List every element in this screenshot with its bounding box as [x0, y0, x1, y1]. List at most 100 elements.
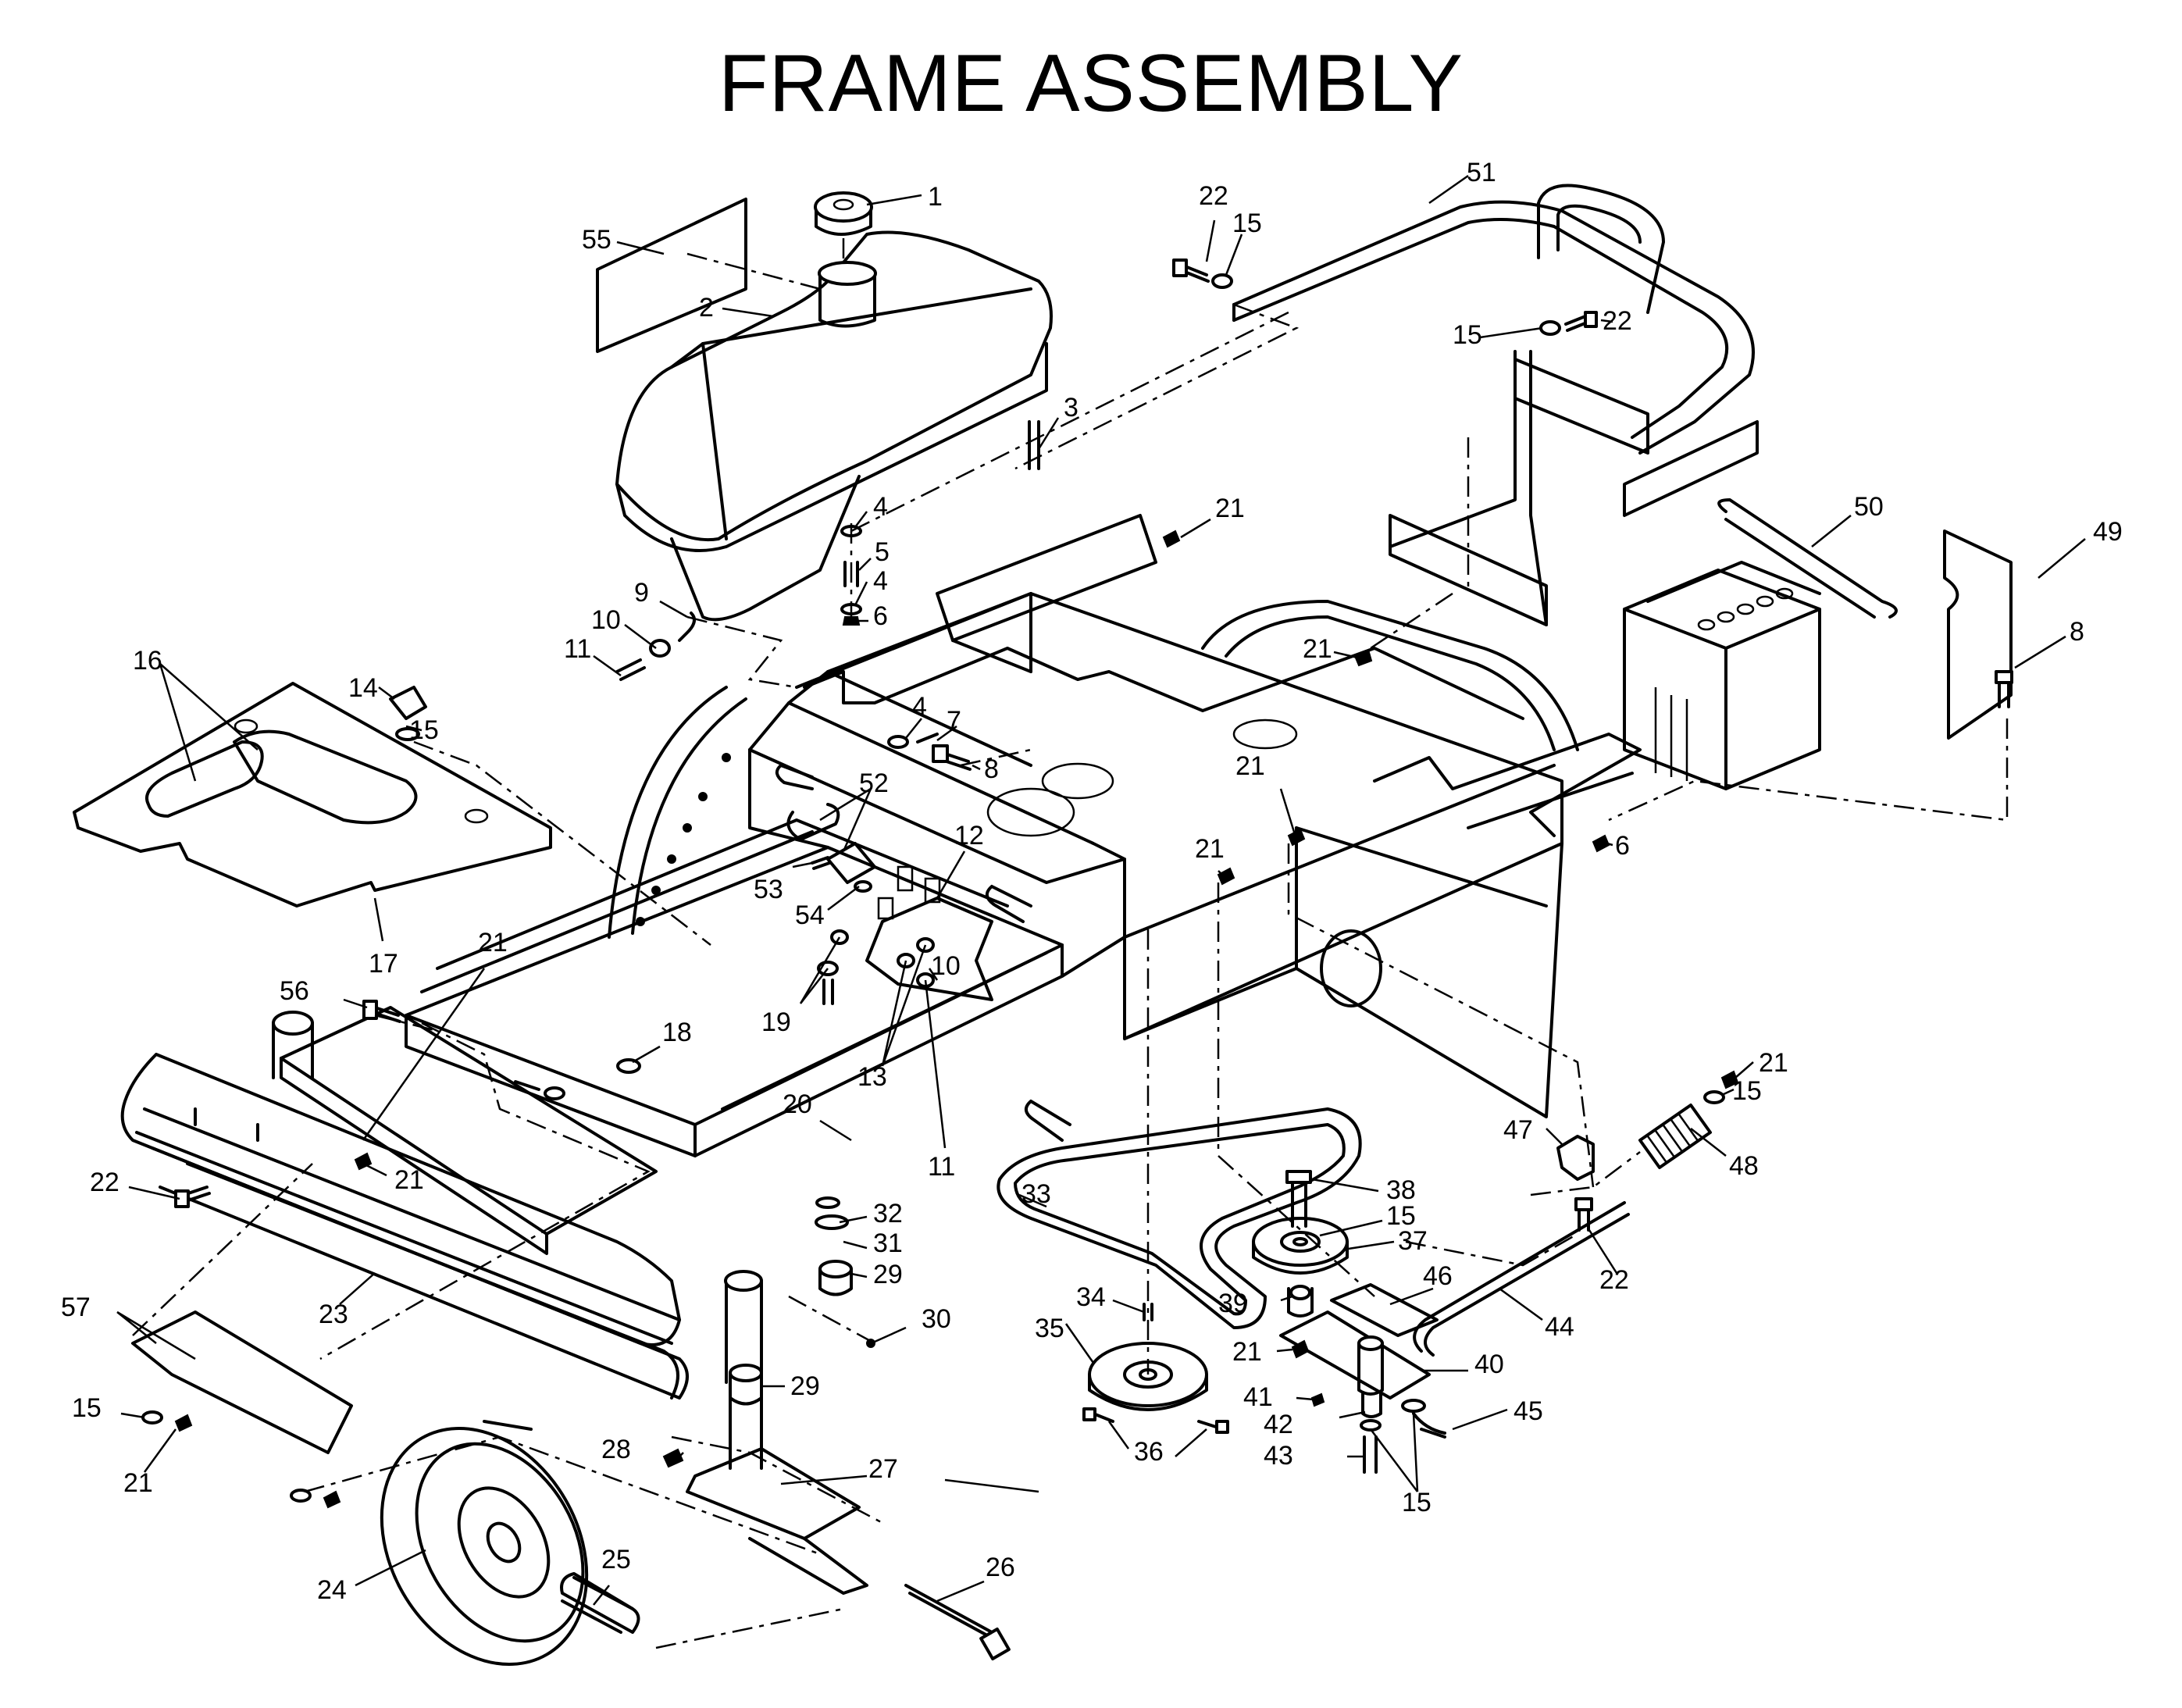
foot-plate — [73, 682, 552, 907]
callout-label: 37 — [1398, 1226, 1428, 1256]
callout-label: 21 — [1232, 1337, 1262, 1367]
callout-label: 27 — [868, 1454, 898, 1484]
wheel-axle — [560, 1572, 640, 1634]
callout-label: 10 — [931, 951, 961, 981]
callout-label: 48 — [1729, 1151, 1759, 1181]
hardware — [141, 259, 2013, 1509]
callout-label: 15 — [1453, 320, 1482, 350]
callout-label: 26 — [986, 1553, 1015, 1582]
front-bracket — [131, 1310, 353, 1454]
front-bumper — [120, 1006, 689, 1400]
callout-label: 30 — [922, 1304, 951, 1334]
callout-label: 9 — [634, 578, 649, 608]
callout-label: 42 — [1264, 1410, 1293, 1439]
callout-label: 10 — [591, 605, 621, 635]
fork-bolt — [904, 1584, 997, 1642]
callout-label: 22 — [1199, 181, 1228, 211]
callout-label: 52 — [859, 768, 889, 798]
callout-label: 13 — [857, 1062, 887, 1092]
callout-label: 46 — [1423, 1261, 1453, 1291]
callout-label: 51 — [1467, 158, 1496, 187]
callout-label: 1 — [928, 182, 943, 212]
callout-label: 21 — [394, 1165, 424, 1195]
callout-label: 11 — [564, 634, 591, 664]
callout-label: 21 — [1215, 494, 1245, 523]
fuel-tank — [615, 191, 1053, 622]
tension-spring — [1638, 1104, 1712, 1169]
callout-label: 29 — [790, 1371, 820, 1401]
washer — [815, 1214, 849, 1230]
callout-label: 14 — [348, 673, 378, 703]
callout-label: 25 — [601, 1545, 631, 1574]
callout-label: 19 — [761, 1007, 791, 1037]
callout-label: 23 — [319, 1300, 348, 1329]
callout-label: 8 — [2070, 617, 2084, 647]
bushing-lower — [729, 1373, 763, 1406]
callout-label: 43 — [1264, 1441, 1293, 1471]
callout-label: 41 — [1243, 1382, 1273, 1412]
callout-label: 34 — [1076, 1282, 1106, 1312]
battery-strap — [1717, 498, 1898, 619]
callout-label: 21 — [478, 928, 508, 957]
callout-label: 6 — [1615, 831, 1630, 861]
callout-label: 38 — [1386, 1175, 1416, 1205]
callout-label: 21 — [1759, 1048, 1788, 1078]
callout-label: 49 — [2093, 517, 2123, 547]
callout-label: 35 — [1035, 1314, 1064, 1343]
tension-rod — [1413, 1201, 1630, 1357]
callout-label: 18 — [662, 1018, 692, 1047]
callout-label: 33 — [1021, 1179, 1051, 1209]
decal — [596, 198, 747, 353]
idler-arm — [1279, 1310, 1431, 1400]
callout-label: 36 — [1134, 1437, 1164, 1467]
callout-label: 21 — [1235, 751, 1265, 781]
callout-label: 16 — [133, 646, 162, 676]
spring-bracket — [1556, 1135, 1595, 1181]
callout-label: 39 — [1218, 1289, 1248, 1318]
idler-plate — [1330, 1283, 1439, 1337]
callout-label: 15 — [1402, 1488, 1431, 1517]
callout-label: 15 — [409, 715, 439, 745]
callout-label: 24 — [317, 1575, 347, 1605]
callout-label: 53 — [754, 875, 783, 904]
callout-label: 15 — [72, 1393, 102, 1423]
battery-cover — [1943, 530, 2013, 740]
callout-label: 4 — [873, 566, 888, 596]
leader-lines — [116, 174, 2086, 1606]
idler-bolt — [1363, 1435, 1378, 1474]
page-title: FRAME ASSEMBLY — [718, 38, 1464, 129]
roll-bar — [1232, 184, 1759, 626]
callout-label: 6 — [873, 601, 888, 631]
callout-label: 50 — [1854, 492, 1884, 522]
battery — [1623, 561, 1821, 790]
callout-label: 40 — [1474, 1350, 1504, 1379]
callout-label: 44 — [1545, 1312, 1574, 1342]
callout-label: 20 — [783, 1089, 812, 1119]
callout-label: 32 — [873, 1199, 903, 1228]
callout-label: 17 — [369, 949, 398, 979]
callout-label: 54 — [795, 900, 825, 930]
engine-pulley — [1088, 1303, 1208, 1411]
callout-label: 15 — [1732, 1076, 1762, 1106]
callout-label: 8 — [984, 754, 999, 784]
callout-label: 56 — [280, 976, 309, 1006]
assembly-lines — [132, 238, 2009, 1649]
drive-belt — [997, 1107, 1362, 1329]
idler-pulley — [1252, 1170, 1349, 1318]
callout-label: 15 — [1386, 1201, 1416, 1231]
callout-label: 3 — [1064, 393, 1079, 423]
callout-label: 21 — [123, 1468, 153, 1498]
callout-label: 4 — [912, 692, 927, 722]
callout-label: 28 — [601, 1435, 631, 1464]
callout-label: 11 — [928, 1152, 955, 1182]
caster-fork — [686, 1381, 868, 1595]
callout-label: 55 — [582, 225, 611, 255]
callout-label: 45 — [1513, 1396, 1543, 1426]
callout-label: 29 — [873, 1260, 903, 1289]
callout-label: 31 — [873, 1228, 903, 1258]
front-wheel — [380, 1420, 634, 1666]
callout-label: 5 — [875, 537, 890, 567]
callout-label: 22 — [90, 1168, 119, 1197]
fork-bolt-head — [979, 1628, 1011, 1660]
